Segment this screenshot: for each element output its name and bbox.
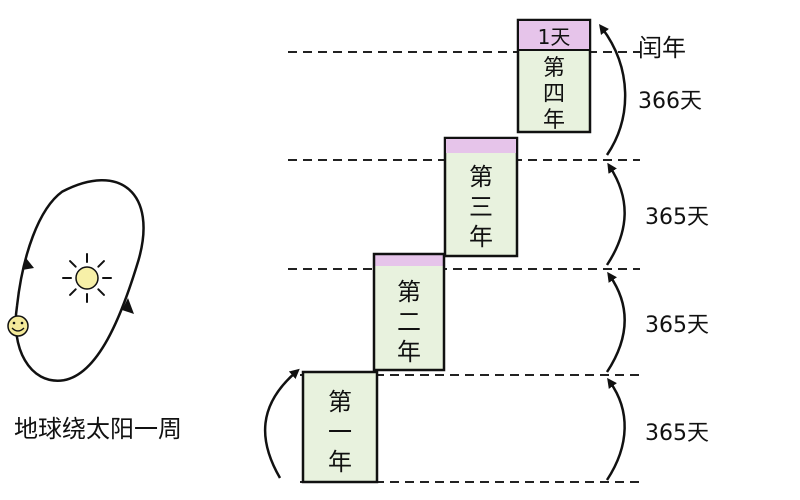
- year-1-char: 一: [328, 418, 352, 446]
- year-4-char: 年: [543, 108, 565, 133]
- right-brackets: [599, 23, 627, 481]
- earth-smiley-icon: [7, 315, 29, 337]
- year-2-char: 第: [397, 278, 421, 306]
- year-3-char: 年: [469, 223, 493, 251]
- year-block-3: 第 三 年: [443, 136, 519, 258]
- bracket-arrow-icon: [605, 162, 626, 266]
- year-2-char: 二: [397, 308, 421, 336]
- year-1-char: 年: [328, 448, 352, 476]
- leap-year-label: 闰年: [638, 34, 686, 62]
- year-2-char: 年: [397, 338, 421, 366]
- orbit-caption: 地球绕太阳一周: [14, 415, 182, 443]
- year-3-char: 第: [469, 163, 493, 191]
- days-label-year-1: 365天: [645, 421, 709, 446]
- extra-day-label: 1天: [538, 25, 571, 49]
- year-block-4: 1天 第 四 年: [516, 18, 592, 134]
- bracket-arrow-icon: [599, 23, 627, 156]
- orbit-arrow-icon: [22, 258, 34, 270]
- year-4-char: 四: [543, 82, 565, 107]
- sun-icon: [62, 253, 112, 303]
- bracket-arrow-icon: [605, 377, 626, 481]
- sun-ray: [97, 288, 105, 296]
- sun-ray: [69, 260, 77, 268]
- year-block-1: 第 一 年: [301, 370, 379, 484]
- year-1-char: 第: [328, 388, 352, 416]
- days-label-year-3: 365天: [645, 205, 709, 230]
- days-label-year-4: 366天: [638, 89, 702, 114]
- sun-ray: [97, 260, 105, 268]
- orbit-diagram: [7, 179, 145, 382]
- year-blocks: 第 一 年 第 二 年 第 三 年 1天 第 四 年: [301, 18, 592, 484]
- sun-ray: [69, 288, 77, 296]
- bracket-arrow-icon: [605, 271, 626, 373]
- year-block-2: 第 二 年: [372, 252, 446, 372]
- year-4-char: 第: [543, 56, 565, 81]
- bracket-arrow-icon: [263, 368, 300, 479]
- year-3-char: 三: [469, 193, 493, 221]
- orbit-arrow-icon: [122, 298, 134, 314]
- days-label-year-2: 365天: [645, 313, 709, 338]
